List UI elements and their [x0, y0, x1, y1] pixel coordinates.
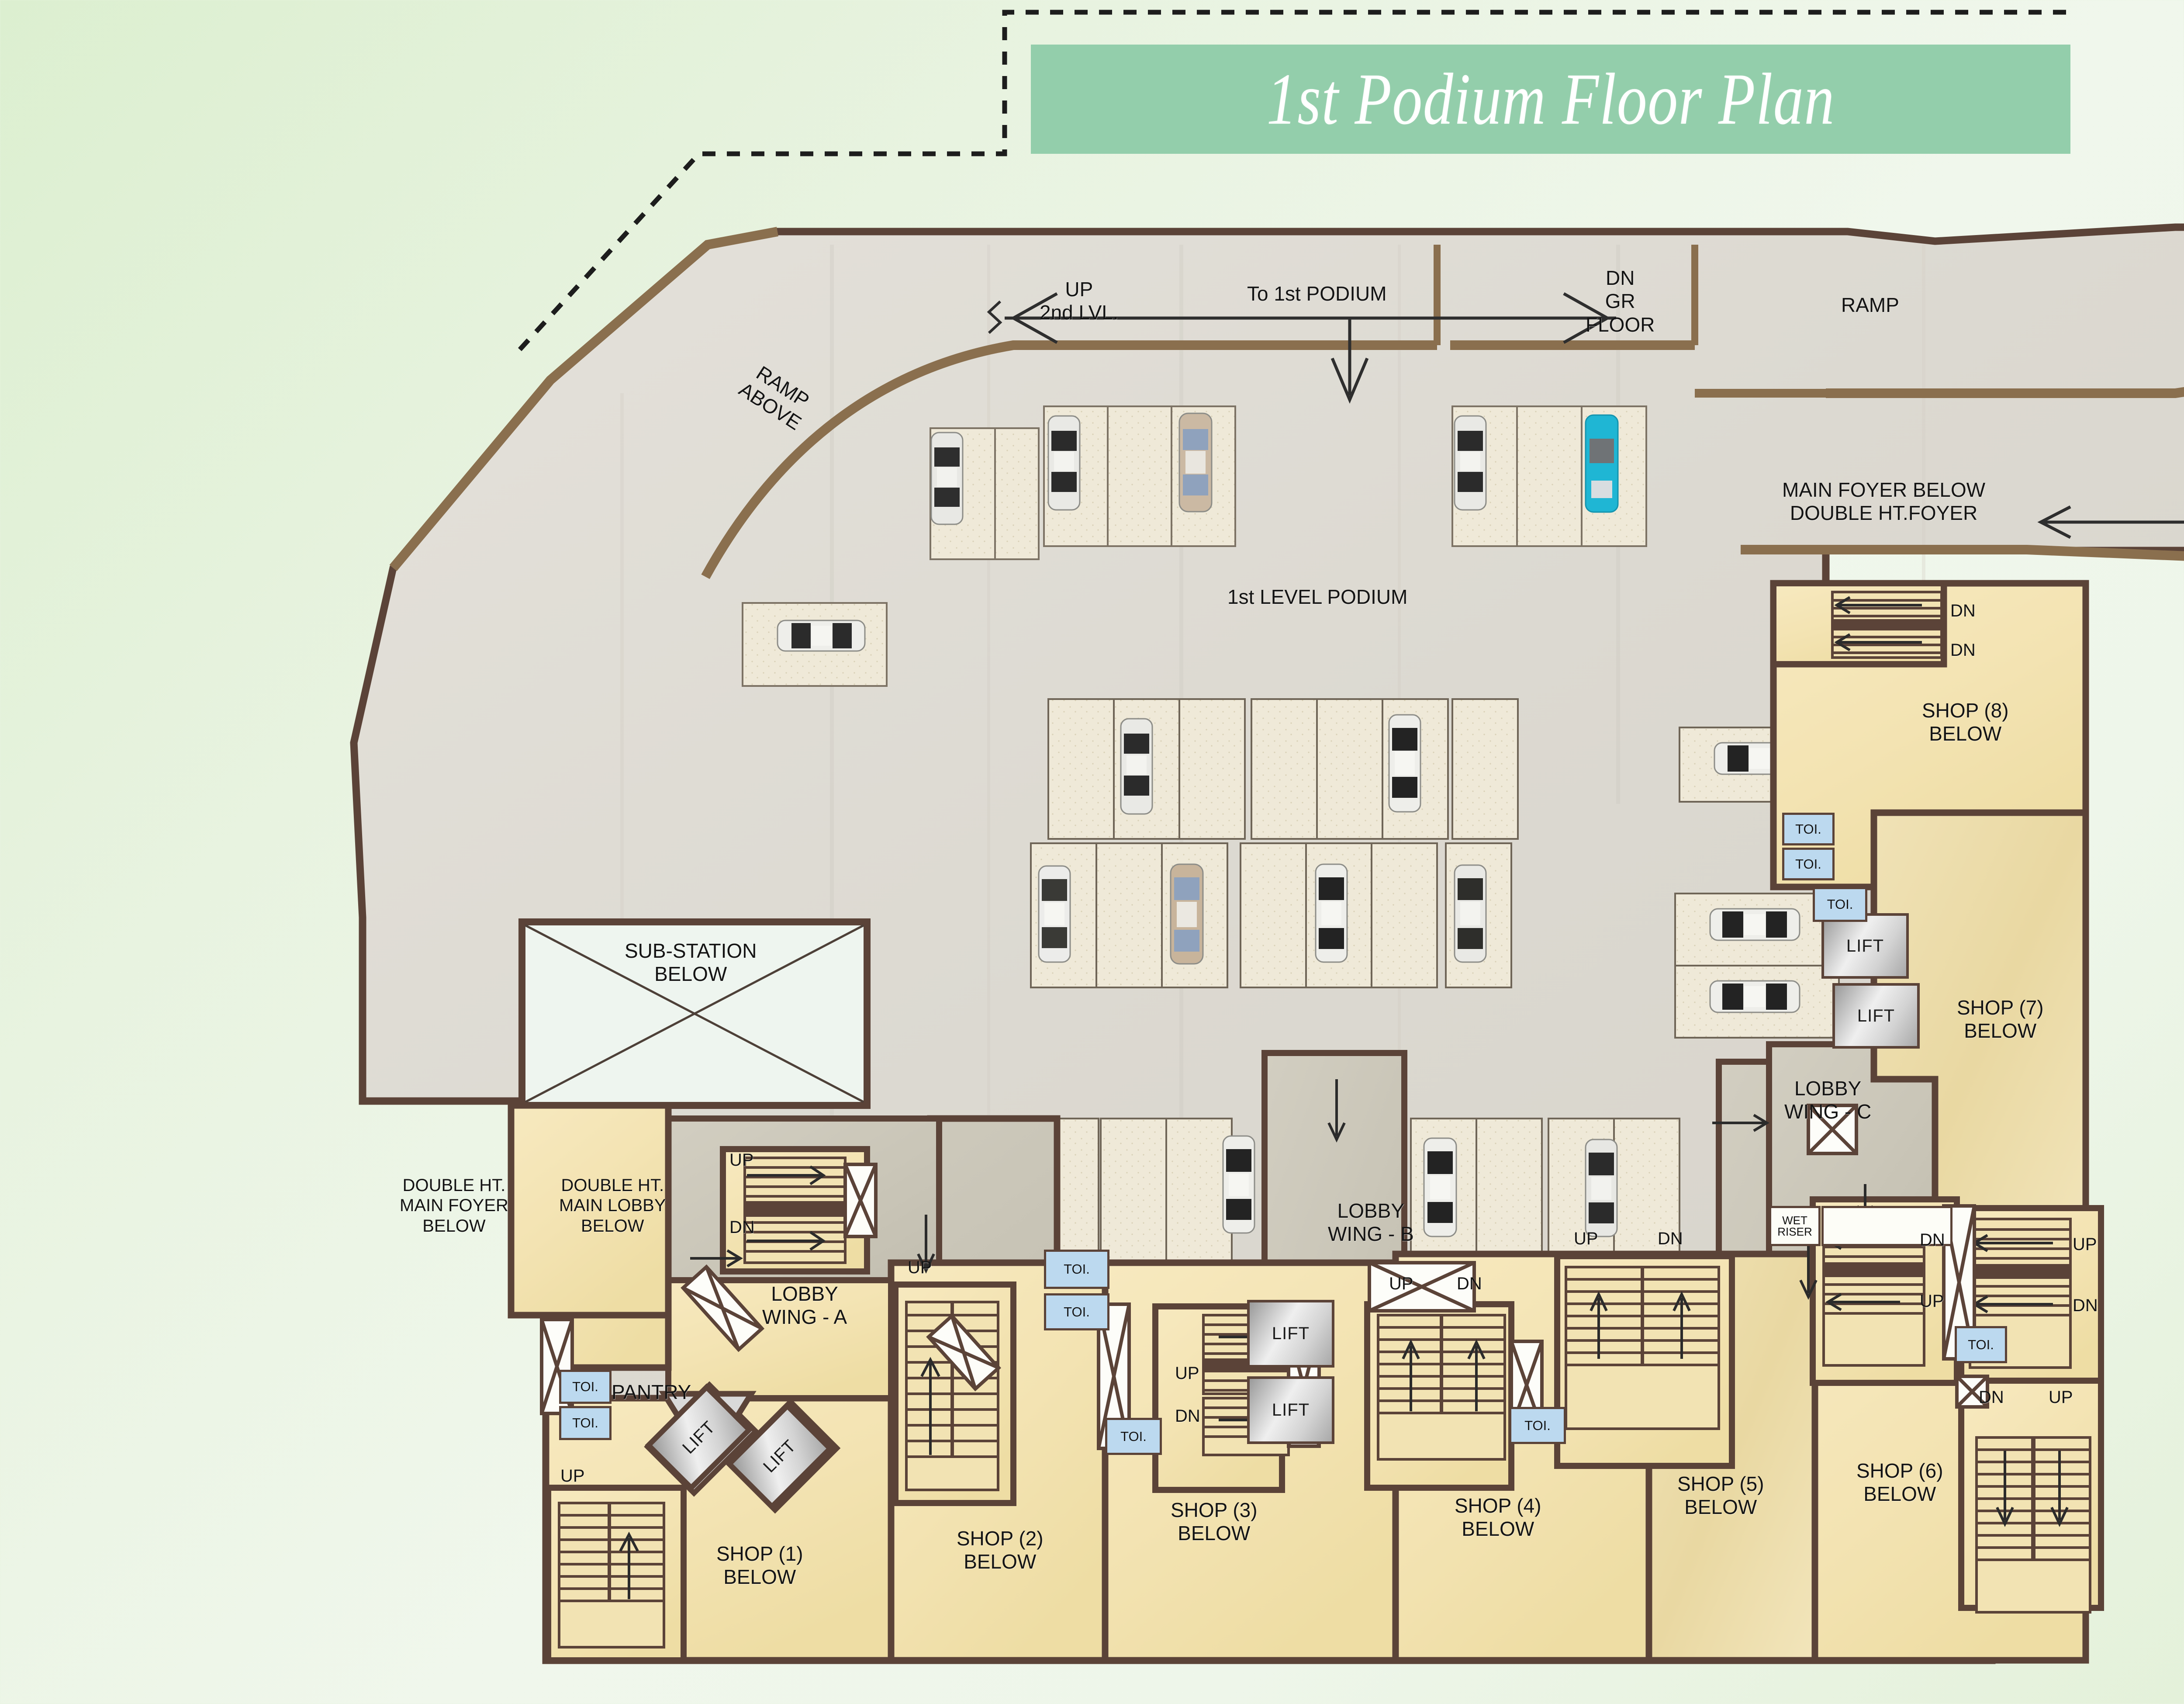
toilet-shop8-b: TOI.	[1782, 848, 1835, 880]
toilet-shop4: TOI.	[1509, 1407, 1566, 1444]
label-sub-station-below: SUB-STATION BELOW	[625, 939, 757, 986]
label-lobby-wing-a: LOBBY WING - A	[762, 1282, 847, 1329]
label-double-ht-main-lobby: DOUBLE HT. MAIN LOBBY BELOW	[559, 1176, 666, 1236]
label-shop-2: SHOP (2) BELOW	[957, 1527, 1044, 1573]
label-ramp-up: UP 2nd LVL.	[1040, 278, 1119, 324]
stair-mark-shop6-up: UP	[2049, 1388, 2073, 1407]
wet-riser-duct	[1821, 1206, 1952, 1246]
label-shop-4: SHOP (4) BELOW	[1455, 1494, 1541, 1541]
toilet-pantry-a: TOI.	[559, 1370, 612, 1404]
stair-mark-shop4-dn: DN	[1457, 1274, 1482, 1293]
plan-title-banner: 1st Podium Floor Plan	[1031, 45, 2070, 154]
stair-mark-shop8-up: DN	[1950, 641, 1976, 660]
stair-mark-shop8-dn: DN	[1950, 601, 1976, 620]
stair-mark-wingc-up: UP	[1920, 1292, 1944, 1311]
label-lobby-wing-b: LOBBY WING - B	[1328, 1199, 1414, 1246]
stair-mark-lobbyb-up: UP	[1175, 1364, 1199, 1383]
stair-mark-shop2-up: UP	[908, 1258, 932, 1277]
lift-wing-c-1[interactable]: LIFT	[1821, 913, 1909, 979]
toilet-shop3: TOI.	[1105, 1418, 1162, 1455]
page-title: 1st Podium Floor Plan	[1266, 58, 1835, 140]
stair-mark-shop4-up: UP	[1389, 1274, 1413, 1293]
label-first-level-podium: 1st LEVEL PODIUM	[1227, 585, 1408, 608]
label-shop-6: SHOP (6) BELOW	[1856, 1459, 1943, 1506]
toilet-pantry-b: TOI.	[559, 1406, 612, 1440]
toilet-wing-c: TOI.	[1813, 887, 1867, 922]
toilet-shop2-a: TOI.	[1044, 1250, 1109, 1289]
stair-mark-shop6-dn: DN	[1979, 1388, 2004, 1407]
toilet-shop6: TOI.	[1955, 1326, 2007, 1363]
label-shop-8: SHOP (8) BELOW	[1922, 699, 2009, 745]
label-pantry: PANTRY	[612, 1381, 691, 1403]
stair-mark-right-up: UP	[2073, 1235, 2097, 1254]
label-lobby-wing-c: LOBBY WING - C	[1784, 1077, 1872, 1123]
lift-wing-b-2[interactable]: LIFT	[1247, 1376, 1334, 1444]
toilet-shop8-a: TOI.	[1782, 813, 1835, 845]
label-ramp-right: RAMP	[1841, 294, 1899, 316]
label-shop-1: SHOP (1) BELOW	[716, 1542, 803, 1589]
stair-mark-right-dn: DN	[2073, 1296, 2098, 1315]
stair-mark-wing-a-up: UP	[729, 1150, 754, 1170]
sub-station-block	[518, 918, 871, 1109]
stair-mark-shop1-up: UP	[560, 1466, 585, 1486]
lift-wing-c-2[interactable]: LIFT	[1832, 983, 1920, 1049]
toilet-shop2-b: TOI.	[1044, 1293, 1109, 1330]
stair-mark-shop5-dn: DN	[1658, 1229, 1683, 1248]
label-shop-5: SHOP (5) BELOW	[1677, 1472, 1764, 1519]
stair-mark-shop5-up: UP	[1574, 1229, 1598, 1248]
wet-riser-box: WET RISER	[1769, 1206, 1821, 1246]
label-double-ht-main-foyer: DOUBLE HT. MAIN FOYER BELOW	[400, 1176, 508, 1236]
stair-treads	[558, 591, 2091, 1649]
label-main-foyer-below: MAIN FOYER BELOW DOUBLE HT.FOYER	[1782, 478, 1986, 525]
stair-mark-wing-a-dn: DN	[729, 1218, 755, 1237]
label-shop-3: SHOP (3) BELOW	[1171, 1499, 1258, 1545]
label-ramp-dn: DN GR FLOOR	[1586, 267, 1655, 336]
stair-mark-wingc-dn: DN	[1920, 1230, 1945, 1250]
lift-wing-b-1[interactable]: LIFT	[1247, 1300, 1334, 1368]
stair-mark-lobbyb-dn: DN	[1175, 1406, 1200, 1426]
label-shop-7: SHOP (7) BELOW	[1957, 996, 2044, 1042]
label-to-first-podium: To 1st PODIUM	[1247, 282, 1387, 305]
